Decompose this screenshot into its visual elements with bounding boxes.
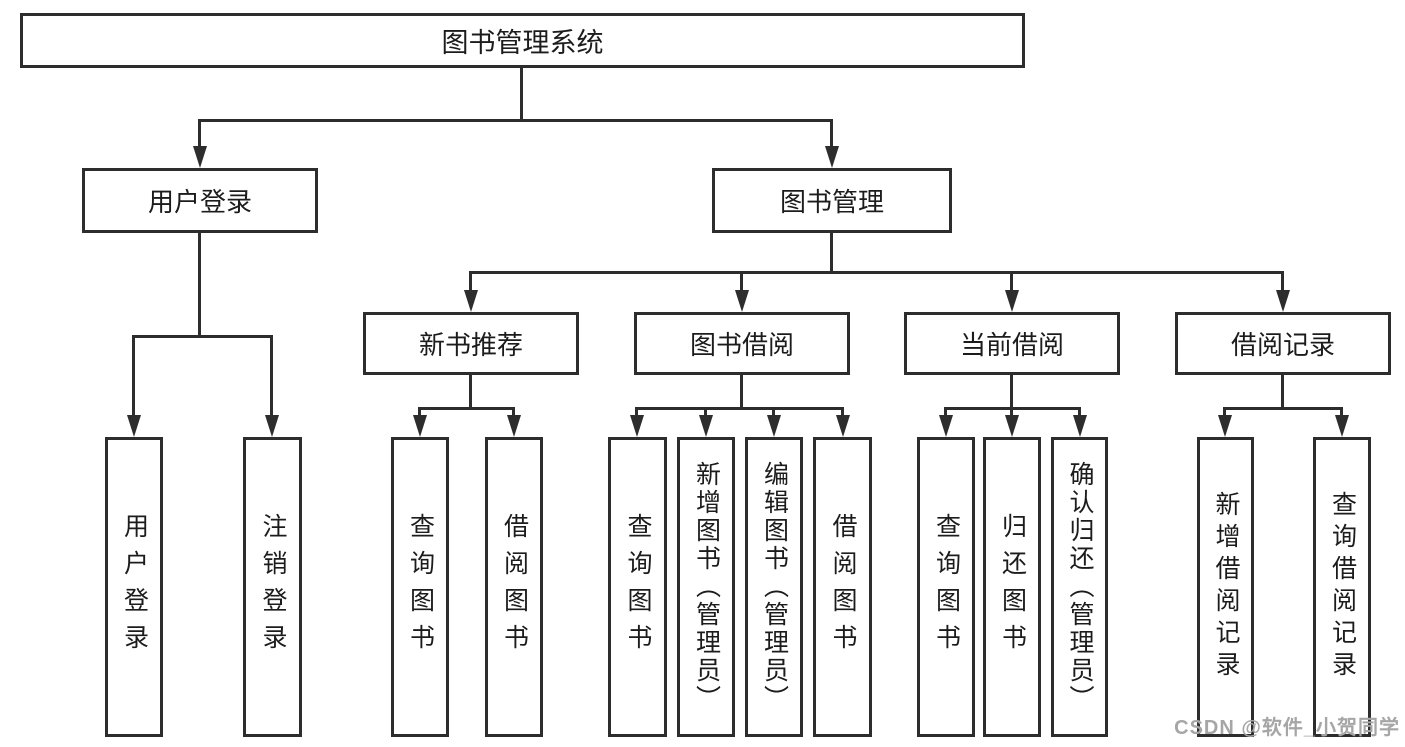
- connector-line: [471, 271, 1283, 274]
- leaf-label: 注销登录: [259, 513, 287, 661]
- leaf-edit-book-admin: 编辑图书（管理员）: [745, 437, 803, 737]
- arrow-down-icon: [507, 415, 521, 437]
- arrow-down-icon: [464, 290, 478, 312]
- connector-line: [830, 119, 833, 147]
- arrow-down-icon: [836, 415, 850, 437]
- csdn-watermark: CSDN @软件_小贺同学: [1174, 717, 1400, 739]
- arrow-down-icon: [413, 415, 427, 437]
- branch-book-management: 图书管理: [712, 168, 952, 233]
- leaf-label: 新增借阅记录: [1212, 491, 1240, 683]
- module-label: 借阅记录: [1230, 330, 1335, 360]
- leaf-label: 查询图书: [624, 513, 652, 661]
- module-label: 当前借阅: [959, 330, 1064, 360]
- arrow-down-icon: [127, 415, 141, 437]
- module-new-book-recommend: 新书推荐: [363, 312, 579, 375]
- connector-line: [1223, 407, 1226, 417]
- arrow-down-icon: [1073, 415, 1087, 437]
- leaf-label: 借阅图书: [829, 513, 857, 661]
- leaf-label: 用户登录: [120, 513, 149, 661]
- arrow-down-icon: [1005, 290, 1019, 312]
- connector-line: [635, 407, 638, 417]
- leaf-user-login: 用户登录: [105, 437, 163, 737]
- leaf-query-books: 查询图书: [608, 437, 667, 737]
- connector-line: [772, 407, 775, 417]
- arrow-down-icon: [193, 146, 207, 168]
- connector-line: [270, 335, 273, 416]
- connector-line: [1078, 407, 1081, 417]
- arrow-down-icon: [825, 146, 839, 168]
- connector-line: [1010, 407, 1013, 417]
- connector-line: [520, 68, 523, 120]
- leaf-label: 查询借阅记录: [1328, 491, 1357, 683]
- root-node-label: 图书管理系统: [441, 28, 604, 58]
- leaf-logout: 注销登录: [243, 437, 302, 737]
- branch-user-login-label: 用户登录: [147, 187, 252, 217]
- leaf-label: 编辑图书（管理员）: [760, 461, 789, 713]
- arrow-down-icon: [699, 415, 713, 437]
- connector-line: [1281, 375, 1284, 408]
- leaf-query-books: 查询图书: [391, 437, 449, 737]
- connector-line: [637, 407, 843, 410]
- connector-line: [420, 407, 514, 410]
- arrow-down-icon: [939, 415, 953, 437]
- module-current-borrow: 当前借阅: [904, 312, 1120, 375]
- connector-line: [198, 119, 201, 147]
- connector-line: [469, 375, 472, 408]
- module-book-borrow: 图书借阅: [634, 312, 850, 375]
- leaf-label: 借阅图书: [500, 513, 529, 661]
- connector-line: [946, 407, 1080, 410]
- connector-line: [198, 233, 201, 336]
- connector-line: [1010, 375, 1013, 408]
- arrow-down-icon: [265, 415, 279, 437]
- branch-book-management-label: 图书管理: [779, 187, 884, 217]
- leaf-label: 查询图书: [406, 513, 435, 661]
- connector-line: [704, 407, 707, 417]
- arrow-down-icon: [1005, 415, 1019, 437]
- leaf-add-borrow-record: 新增借阅记录: [1197, 437, 1254, 737]
- connector-line: [134, 335, 272, 338]
- branch-user-login: 用户登录: [82, 168, 318, 233]
- leaf-query-books: 查询图书: [917, 437, 975, 737]
- leaf-label: 查询图书: [932, 513, 961, 661]
- arrow-down-icon: [1276, 290, 1290, 312]
- arrow-down-icon: [1218, 415, 1232, 437]
- leaf-add-book-admin: 新增图书（管理员）: [677, 437, 735, 737]
- connector-line: [469, 271, 472, 292]
- module-label: 图书借阅: [689, 330, 794, 360]
- connector-line: [830, 233, 833, 272]
- connector-line: [200, 119, 832, 122]
- connector-line: [841, 407, 844, 417]
- connector-line: [1225, 407, 1342, 410]
- root-node: 图书管理系统: [20, 13, 1025, 68]
- module-borrow-records: 借阅记录: [1175, 312, 1391, 375]
- connector-line: [740, 271, 743, 292]
- leaf-borrow-books: 借阅图书: [813, 437, 872, 737]
- connector-line: [512, 407, 515, 417]
- leaf-label: 确认归还（管理员）: [1066, 461, 1094, 713]
- module-label: 新书推荐: [418, 330, 523, 360]
- connector-line: [418, 407, 421, 417]
- leaf-query-borrow-record: 查询借阅记录: [1313, 437, 1371, 737]
- leaf-borrow-books: 借阅图书: [485, 437, 543, 737]
- leaf-return-books: 归还图书: [983, 437, 1041, 737]
- connector-line: [944, 407, 947, 417]
- connector-line: [1340, 407, 1343, 417]
- arrow-down-icon: [767, 415, 781, 437]
- arrow-down-icon: [735, 290, 749, 312]
- arrow-down-icon: [630, 415, 644, 437]
- leaf-confirm-return-admin: 确认归还（管理员）: [1051, 437, 1108, 737]
- leaf-label: 新增图书（管理员）: [692, 461, 721, 713]
- connector-line: [132, 335, 135, 416]
- connector-line: [1010, 271, 1013, 292]
- leaf-label: 归还图书: [998, 513, 1027, 661]
- connector-line: [1281, 271, 1284, 292]
- connector-line: [740, 375, 743, 408]
- arrow-down-icon: [1335, 415, 1349, 437]
